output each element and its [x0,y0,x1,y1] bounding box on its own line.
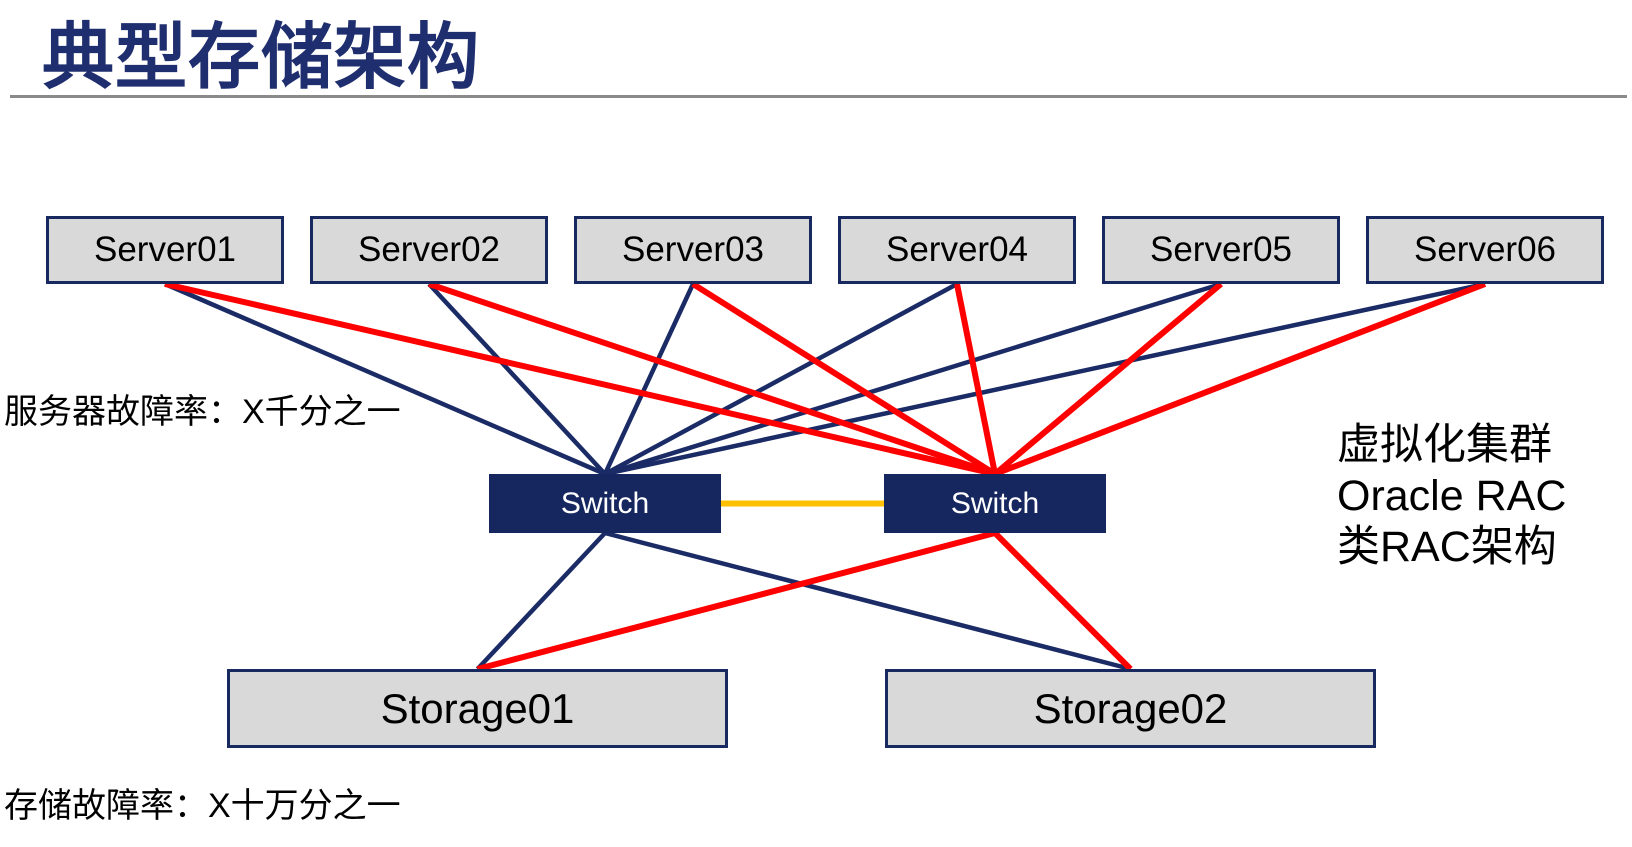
edge-server6-switch2 [993,281,1487,477]
edge-server3-switch1 [602,283,696,475]
edge-server4-switch1 [603,282,959,476]
edge-switch1-storage2 [604,530,1132,672]
edge-server1-switch1 [164,281,606,477]
title-divider [10,95,1627,98]
node-server06-label: Server06 [1413,230,1557,269]
node-storage01-label: Storage01 [380,684,575,732]
node-server02-label: Server02 [357,230,501,269]
edge-server1-switch2 [164,281,996,477]
node-server01-label: Server01 [93,230,237,269]
node-storage02-label: Storage02 [1033,684,1228,732]
edge-server5-switch2 [993,281,1223,477]
node-server06: Server06 [1366,216,1604,284]
node-server04: Server04 [838,216,1076,284]
edge-server2-switch1 [427,282,607,476]
edge-server5-switch1 [604,281,1222,477]
node-storage01: Storage01 [227,669,728,748]
slide-title: 典型存储架构 [42,18,481,98]
node-server02: Server02 [310,216,548,284]
node-switch-left: Switch [489,474,721,533]
node-server05-label: Server05 [1149,230,1293,269]
cluster-note-line2: Oracle RAC [1337,472,1567,520]
server-failure-rate-label: 服务器故障率：X千分之一 [4,393,401,431]
storage-failure-rate-label: 存储故障率：X十万分之一 [4,787,401,825]
edge-switch2-storage1 [476,530,996,672]
node-switch-right: Switch [884,474,1106,533]
node-server03: Server03 [574,216,812,284]
edge-server6-switch1 [604,281,1486,477]
cluster-note: 虚拟化集群 Oracle RAC 类RAC架构 [1337,420,1566,573]
node-switch-right-label: Switch [950,486,1040,520]
cluster-note-line1: 虚拟化集群 [1337,421,1552,469]
cluster-note-line3: 类RAC架构 [1337,523,1557,571]
edge-server4-switch2 [954,283,998,475]
edge-server2-switch2 [428,281,996,477]
edge-switch1-storage1 [475,531,607,671]
node-storage02: Storage02 [885,669,1376,748]
node-server01: Server01 [46,216,284,284]
node-server03-label: Server03 [621,230,765,269]
node-switch-left-label: Switch [560,486,650,520]
node-server04-label: Server04 [885,230,1029,269]
node-server05: Server05 [1102,216,1340,284]
edge-switch2-storage2 [992,530,1133,672]
edge-server3-switch2 [691,281,997,477]
